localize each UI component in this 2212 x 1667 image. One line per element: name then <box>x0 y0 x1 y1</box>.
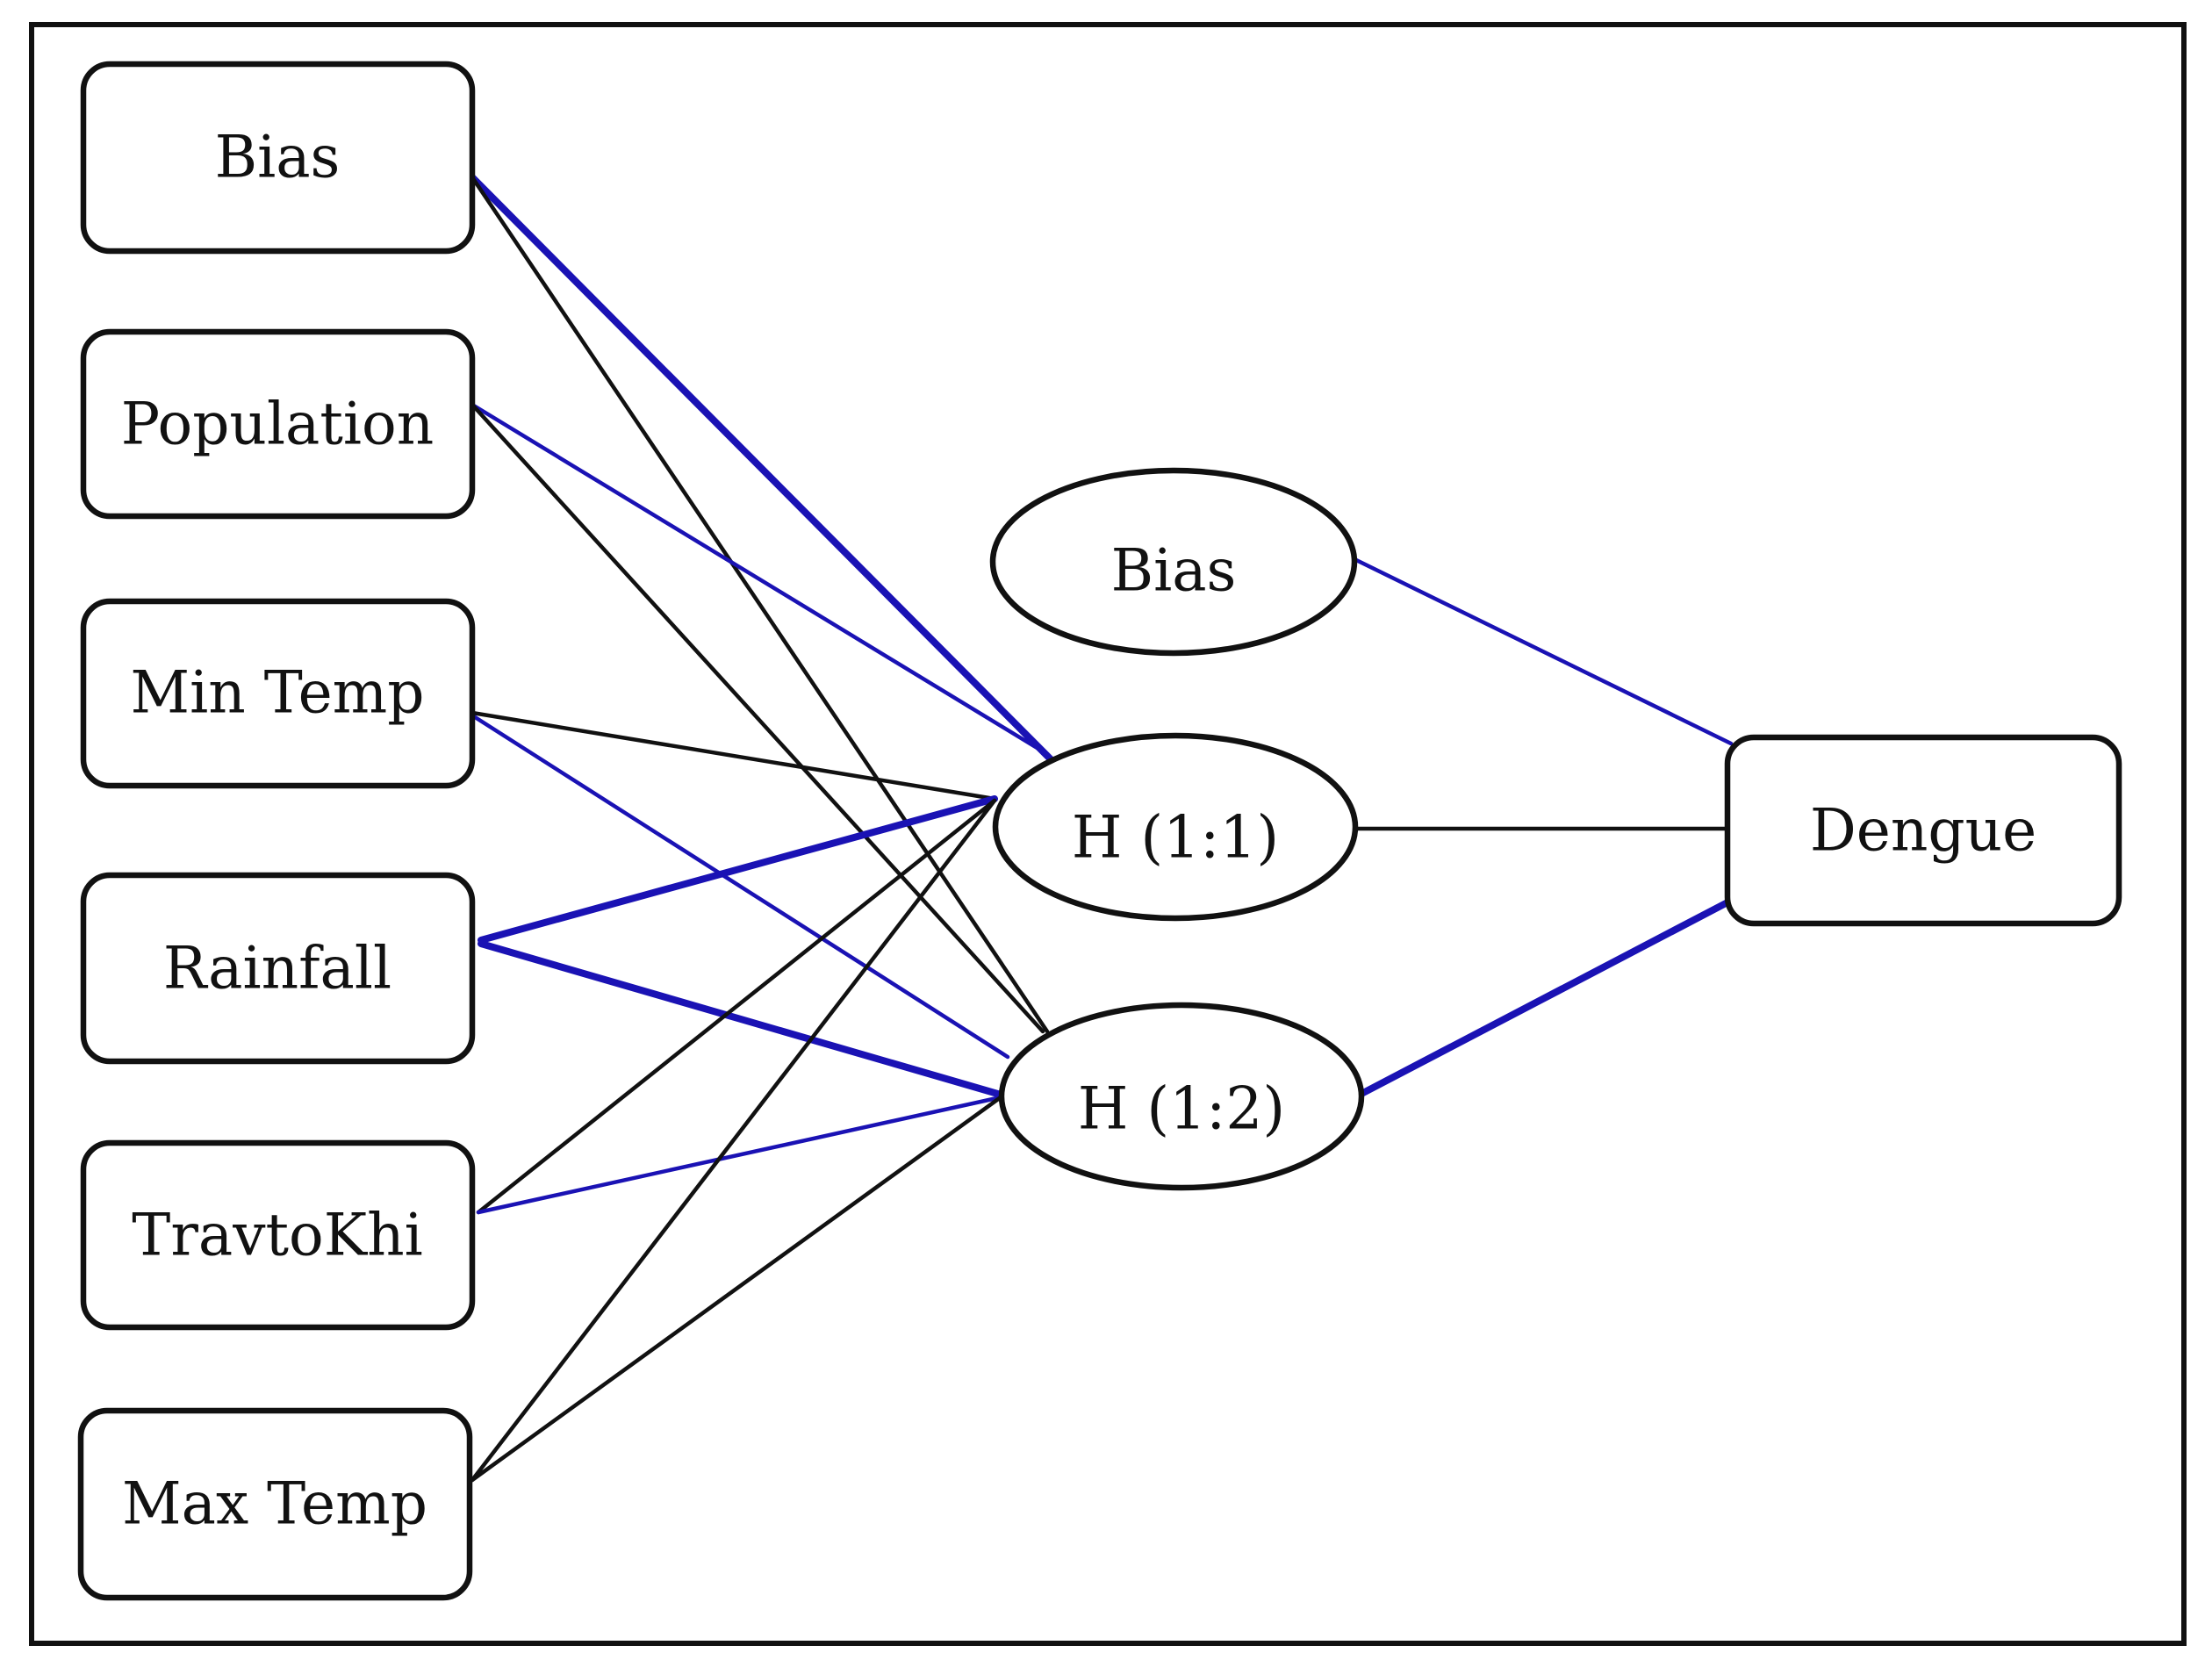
hidden-node-h12: H (1:2) <box>998 1002 1365 1191</box>
edge-population-to-h12 <box>470 402 1045 1034</box>
edge-max-temp-to-h11 <box>470 798 997 1483</box>
output-node-dengue-label: Dengue <box>1810 797 2036 865</box>
input-node-travtokhi: TravtoKhi <box>80 1139 476 1331</box>
input-node-max-temp: Max Temp <box>77 1407 473 1601</box>
output-node-dengue: Dengue <box>1724 734 2122 927</box>
input-node-bias-label: Bias <box>215 124 341 191</box>
input-node-max-temp-label: Max Temp <box>122 1470 427 1538</box>
edge-population-to-h11 <box>470 402 1045 754</box>
input-node-population: Population <box>80 328 476 520</box>
edge-rainfall-to-h11 <box>478 795 998 944</box>
input-node-bias: Bias <box>80 61 476 255</box>
hidden-node-h11: H (1:1) <box>992 732 1359 922</box>
edge-min-temp-to-h11 <box>470 710 997 801</box>
edge-min-temp-to-h12 <box>470 713 1010 1060</box>
input-node-min-temp-label: Min Temp <box>131 659 425 727</box>
edge-rainfall-to-h12 <box>478 940 1004 1098</box>
output-layer: Dengue <box>1724 734 2122 927</box>
input-node-min-temp: Min Temp <box>80 598 476 789</box>
hidden-layer: Bias H (1:1) H (1:2) <box>989 467 1365 1191</box>
input-node-population-label: Population <box>121 391 434 458</box>
connection-lines <box>469 174 1734 1483</box>
hidden-node-h11-label: H (1:1) <box>1072 804 1279 872</box>
edge-hidden-bias-to-dengue <box>1352 557 1734 746</box>
input-layer: Bias Population Min Temp Rainfall Travto… <box>77 61 476 1601</box>
edge-input-bias-to-h11 <box>469 174 1055 764</box>
input-node-travtokhi-label: TravtoKhi <box>132 1202 422 1269</box>
edge-travtokhi-to-h11 <box>476 798 997 1215</box>
hidden-node-bias: Bias <box>989 467 1358 657</box>
edge-travtokhi-to-h12 <box>476 1095 1003 1215</box>
hidden-node-h12-label: H (1:2) <box>1078 1075 1285 1143</box>
input-node-rainfall: Rainfall <box>80 872 476 1065</box>
edge-h12-to-dengue <box>1358 899 1731 1097</box>
input-node-rainfall-label: Rainfall <box>163 935 391 1002</box>
edge-input-bias-to-h12 <box>470 175 1050 1034</box>
hidden-node-bias-label: Bias <box>1111 537 1237 605</box>
edge-max-temp-to-h12 <box>470 1095 1003 1483</box>
